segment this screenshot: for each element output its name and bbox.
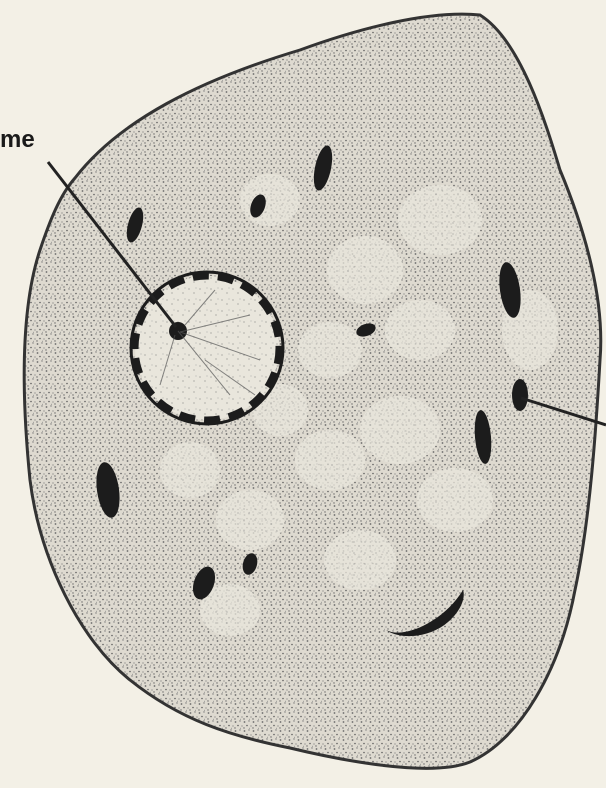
nucleus [131,272,283,424]
organelle [512,379,528,411]
structure-label: me [0,128,35,152]
